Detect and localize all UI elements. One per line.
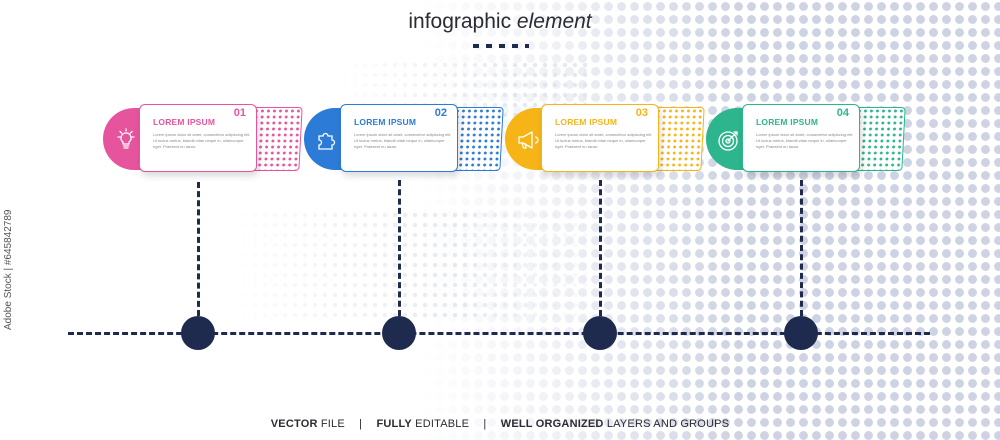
step-card-4: 04 LOREM IPSUM Lorem ipsum dolor sit ame…: [706, 100, 906, 182]
megaphone-icon: [518, 131, 539, 149]
step-number: 01: [233, 107, 246, 119]
step-card-1: 01 LOREM IPSUM Lorem ipsum dolor sit ame…: [103, 100, 303, 182]
step-body-text: Lorem ipsum dolor sit amet, consectetur …: [153, 132, 251, 149]
step-card-3: 03 LOREM IPSUM Lorem ipsum dolor sit ame…: [505, 100, 705, 182]
step-card-2: 02 LOREM IPSUM Lorem ipsum dolor sit ame…: [304, 100, 504, 182]
step-body-text: Lorem ipsum dolor sit amet, consectetur …: [555, 132, 653, 149]
step-body-text: Lorem ipsum dolor sit amet, consectetur …: [354, 132, 452, 149]
connector-line-2: [398, 180, 401, 316]
step-card-front: 01 LOREM IPSUM Lorem ipsum dolor sit ame…: [139, 104, 257, 172]
title-part-2: element: [516, 10, 592, 33]
connector-line-1: [197, 182, 200, 316]
page-title: infographic element: [0, 10, 1000, 34]
step-card-front: 03 LOREM IPSUM Lorem ipsum dolor sit ame…: [541, 104, 659, 172]
step-number: 04: [836, 107, 849, 119]
title-part-1: infographic: [408, 10, 512, 33]
lightbulb-icon: [117, 128, 135, 149]
timeline-line: [68, 332, 930, 335]
footer-item-2-rest: EDITABLE: [411, 418, 470, 430]
step-title: LOREM IPSUM: [555, 117, 618, 127]
footer-item-1-bold: VECTOR: [270, 418, 318, 430]
step-title: LOREM IPSUM: [756, 117, 819, 127]
footer-item-2-bold: FULLY: [376, 418, 412, 430]
step-card-front: 04 LOREM IPSUM Lorem ipsum dolor sit ame…: [742, 104, 860, 172]
timeline-node-1: [181, 316, 215, 350]
step-title: LOREM IPSUM: [354, 117, 417, 127]
step-title: LOREM IPSUM: [153, 117, 216, 127]
watermark-id: Adobe Stock | #645842789: [3, 209, 14, 330]
footer-separator: |: [483, 418, 487, 430]
footer-caption: VECTOR FILE | FULLY EDITABLE | WELL ORGA…: [0, 418, 1000, 430]
timeline-node-3: [583, 316, 617, 350]
step-number: 03: [635, 107, 648, 119]
target-icon: [718, 131, 738, 151]
footer-item-1-rest: FILE: [317, 418, 345, 430]
halftone-background-faint: [220, 210, 620, 320]
step-card-front: 02 LOREM IPSUM Lorem ipsum dolor sit ame…: [340, 104, 458, 172]
step-number: 02: [434, 107, 447, 119]
timeline-node-4: [784, 316, 818, 350]
puzzle-icon: [318, 132, 336, 150]
footer-item-3-bold: WELL ORGANIZED: [500, 418, 604, 430]
footer-item-3-rest: LAYERS AND GROUPS: [603, 418, 730, 430]
title-dots-divider: [473, 44, 529, 48]
footer-separator: |: [359, 418, 363, 430]
connector-line-3: [599, 180, 602, 316]
step-body-text: Lorem ipsum dolor sit amet, consectetur …: [756, 132, 854, 149]
connector-line-4: [800, 180, 803, 316]
timeline-node-2: [382, 316, 416, 350]
